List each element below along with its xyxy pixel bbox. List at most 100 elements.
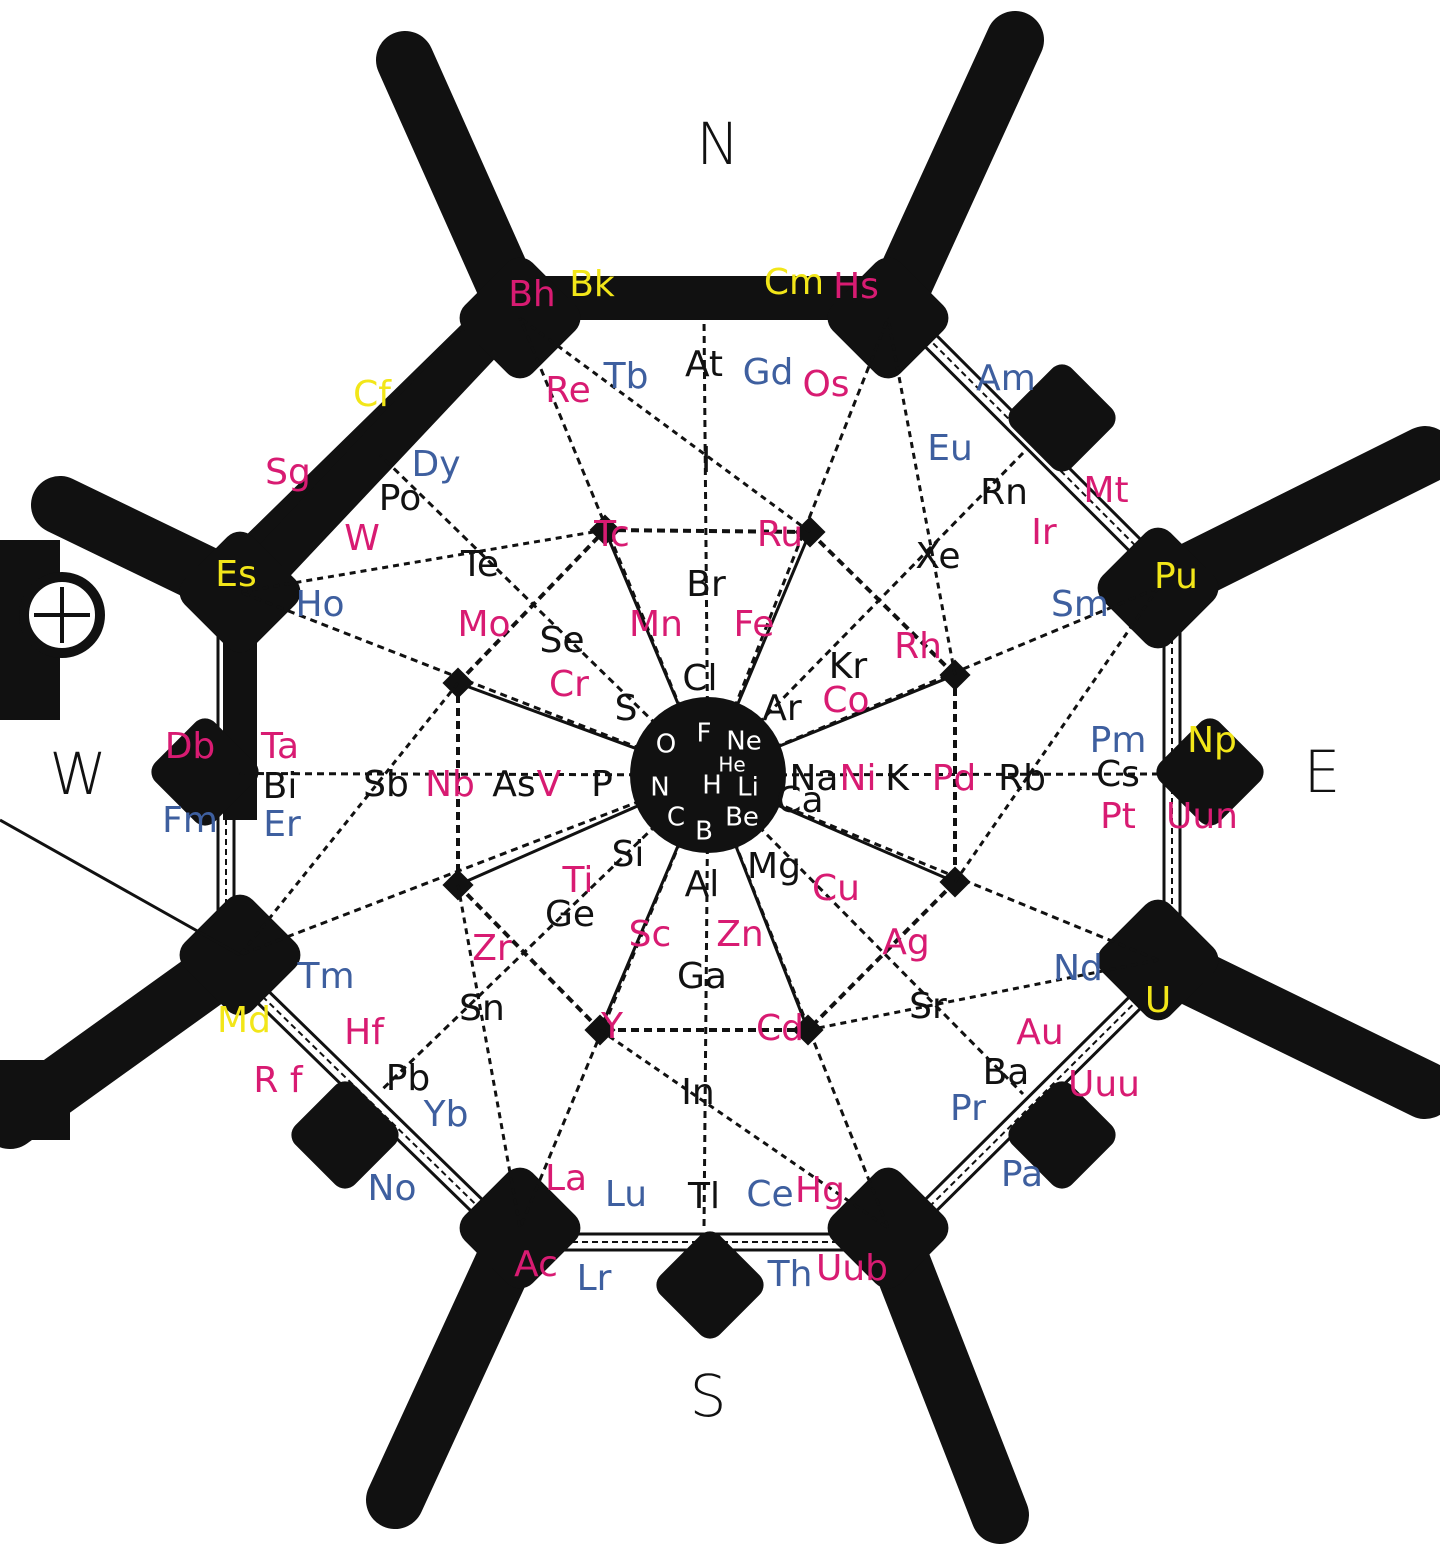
element-ag: Ag xyxy=(882,922,929,963)
compass-east: E xyxy=(1304,738,1341,806)
element-pd: Pd xyxy=(932,758,977,799)
element-tl: Tl xyxy=(687,1176,720,1217)
web-outer-link xyxy=(888,318,955,675)
element-er: Er xyxy=(263,804,301,845)
element-uub: Uub xyxy=(816,1248,888,1289)
element-rf: R f xyxy=(253,1060,303,1101)
element-pu: Pu xyxy=(1154,556,1198,597)
element-cr: Cr xyxy=(549,664,589,705)
element-bi: Bi xyxy=(263,766,298,807)
element-te: Te xyxy=(460,544,499,585)
west-attachment xyxy=(0,1060,70,1140)
element-eu: Eu xyxy=(927,428,973,469)
element-u: U xyxy=(1145,980,1171,1021)
element-yb: Yb xyxy=(423,1094,469,1135)
element-ne: Ne xyxy=(726,727,761,757)
element-ga: Ga xyxy=(677,956,727,997)
element-ba: Ba xyxy=(983,1052,1030,1093)
element-ac: Ac xyxy=(514,1244,558,1285)
element-ti: Ti xyxy=(562,860,594,901)
element-mn: Mn xyxy=(629,604,683,645)
element-dy: Dy xyxy=(411,444,460,485)
element-rb: Rb xyxy=(998,758,1046,799)
element-zn: Zn xyxy=(716,914,763,955)
element-k: K xyxy=(885,758,910,799)
element-sg: Sg xyxy=(265,452,311,493)
element-lu: Lu xyxy=(605,1174,647,1215)
element-v: V xyxy=(537,764,562,805)
element-cu: Cu xyxy=(812,868,860,909)
element-np: Np xyxy=(1187,720,1237,761)
element-pb: Pb xyxy=(386,1058,431,1099)
element-li: Li xyxy=(737,773,759,803)
element-md: Md xyxy=(217,1000,271,1041)
element-ni: Ni xyxy=(840,758,877,799)
element-zr: Zr xyxy=(472,928,512,969)
element-ru: Ru xyxy=(757,514,803,555)
element-nb: Nb xyxy=(425,764,475,805)
element-ca: Ca xyxy=(776,780,823,821)
element-fe: Fe xyxy=(734,604,775,645)
element-gd: Gd xyxy=(743,352,794,393)
element-c: C xyxy=(667,803,685,833)
element-br: Br xyxy=(686,564,726,605)
element-ir: Ir xyxy=(1031,512,1057,553)
element-ar: Ar xyxy=(762,688,802,729)
element-no: No xyxy=(368,1168,417,1209)
element-pt: Pt xyxy=(1100,796,1136,837)
element-in: In xyxy=(681,1072,714,1113)
element-uuu: Uuu xyxy=(1068,1064,1140,1105)
edge-block xyxy=(651,1226,770,1345)
element-p: P xyxy=(591,764,613,805)
element-es: Es xyxy=(215,554,257,595)
element-sn: Sn xyxy=(459,988,505,1029)
element-ta: Ta xyxy=(260,726,299,767)
element-pr: Pr xyxy=(950,1088,986,1129)
element-th: Th xyxy=(767,1254,813,1295)
element-be: Be xyxy=(725,803,759,833)
element-cd: Cd xyxy=(756,1008,804,1049)
element-pa: Pa xyxy=(1001,1154,1043,1195)
element-fm: Fm xyxy=(162,800,218,841)
element-cm: Cm xyxy=(764,262,824,303)
element-pm: Pm xyxy=(1090,720,1147,761)
element-hs: Hs xyxy=(833,266,879,307)
element-y: Y xyxy=(600,1006,624,1047)
element-bh: Bh xyxy=(508,274,556,315)
element-tc: Tc xyxy=(593,514,630,555)
element-db: Db xyxy=(165,726,216,767)
element-tb: Tb xyxy=(603,356,649,397)
element-la: La xyxy=(545,1158,587,1199)
element-lr: Lr xyxy=(577,1258,612,1299)
element-al: Al xyxy=(685,864,720,905)
element-xe: Xe xyxy=(915,536,960,577)
element-uun: Uun xyxy=(1166,796,1238,837)
element-tm: Tm xyxy=(296,956,354,997)
element-sm: Sm xyxy=(1051,584,1109,625)
element-se: Se xyxy=(540,620,585,661)
element-hg: Hg xyxy=(795,1170,845,1211)
element-n: N xyxy=(650,773,669,803)
compass-west: W xyxy=(49,740,106,808)
element-s: S xyxy=(615,688,638,729)
element-mo: Mo xyxy=(457,604,510,645)
element-i: I xyxy=(701,440,712,481)
element-nd: Nd xyxy=(1053,948,1103,989)
element-ce: Ce xyxy=(746,1174,793,1215)
element-b: B xyxy=(695,817,713,847)
element-mg: Mg xyxy=(747,846,801,887)
element-o: O xyxy=(656,730,676,760)
compass-south: S xyxy=(690,1362,727,1430)
element-au: Au xyxy=(1016,1012,1063,1053)
element-w: W xyxy=(344,518,380,559)
element-at: At xyxy=(685,344,723,385)
element-rh: Rh xyxy=(894,626,942,667)
element-cf: Cf xyxy=(353,374,392,415)
element-ho: Ho xyxy=(295,584,344,625)
element-sr: Sr xyxy=(909,986,947,1027)
element-os: Os xyxy=(802,364,849,405)
element-as: As xyxy=(492,764,535,805)
element-mt: Mt xyxy=(1083,470,1128,511)
